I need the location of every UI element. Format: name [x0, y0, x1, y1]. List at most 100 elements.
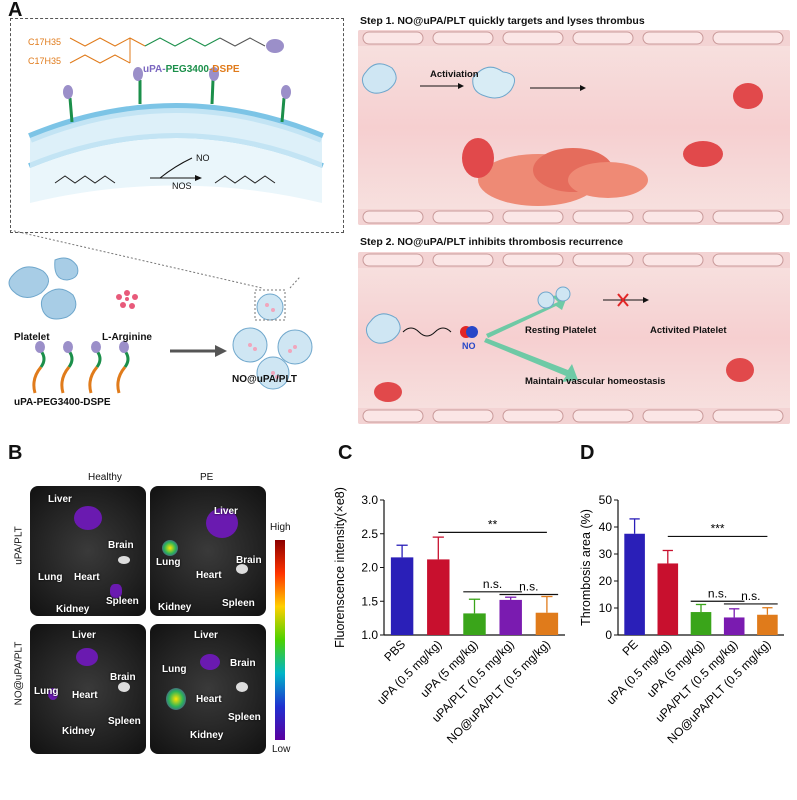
y-tick-label: 0 [605, 628, 612, 642]
bar [390, 557, 414, 635]
bar [535, 612, 559, 635]
significance-label: ** [488, 517, 498, 531]
organ-kidney-3: Kidney [62, 726, 96, 737]
y-tick-label: 50 [599, 493, 613, 507]
preparation-illustration [8, 257, 313, 394]
organ-lung-1: Lung [38, 572, 63, 583]
y-tick-label: 40 [599, 520, 613, 534]
bar [463, 613, 486, 635]
step2-title: Step 2. NO@uPA/PLT inhibits thrombosis r… [360, 236, 624, 248]
x-tick-label: PBS [381, 637, 408, 664]
organ-kidney-1: Kidney [56, 604, 90, 615]
step2-vessel [358, 252, 790, 424]
organ-kidney-4: Kidney [190, 730, 224, 741]
organ-brain-1: Brain [108, 540, 134, 551]
y-tick-label: 2.0 [361, 561, 378, 575]
reaction-product: NO [196, 153, 210, 163]
x-tick-label: PE [619, 637, 640, 658]
panel-d-letter: D [580, 442, 595, 464]
lipid-chain-1: C17H35 [28, 37, 62, 47]
zoom-lines [9, 230, 300, 289]
scale-high: High [270, 522, 291, 533]
significance-label: n.s. [519, 580, 538, 594]
maintain-label: Maintain vascular homeostasis [525, 376, 666, 387]
conjugate-icons [32, 341, 130, 394]
organ-heart-3: Heart [72, 690, 98, 701]
y-tick-label: 3.0 [361, 493, 378, 507]
y-tick-label: 2.5 [361, 527, 378, 541]
y-tick-label: 20 [599, 574, 613, 588]
organ-kidney-2: Kidney [158, 602, 192, 613]
row-upa-plt: uPA/PLT [13, 526, 25, 565]
col-healthy: Healthy [88, 472, 122, 483]
chart-c: 1.0 1.5 2.0 2.5 3.0 Fluorenscence intensity(×… [333, 487, 565, 746]
y-tick-label: 10 [599, 601, 613, 615]
bar [757, 614, 778, 635]
panel-c-letter: C [338, 442, 353, 464]
organ-heart-1: Heart [74, 572, 100, 583]
step1-illustration [358, 30, 790, 225]
product-label: NO@uPA/PLT [232, 374, 297, 385]
organ-spleen-3: Spleen [108, 716, 141, 727]
image-upa-pe [150, 486, 266, 616]
step1-title: Step 1. NO@uPA/PLT quickly targets and l… [360, 15, 645, 27]
membrane-illustration [28, 37, 324, 203]
activated-platelet-label: Activited Platelet [650, 325, 727, 336]
bar [690, 612, 712, 635]
legend-conjugate: uPA-PEG3400-DSPE [14, 397, 111, 408]
bar [723, 617, 745, 635]
step2-illustration [358, 252, 790, 424]
col-pe: PE [200, 472, 214, 483]
image-no-pe [150, 624, 266, 754]
dspe-structure [69, 37, 146, 64]
arrow-right-icon [215, 345, 227, 357]
organ-liver-3: Liver [72, 630, 96, 641]
y-axis-label: Fluorenscence intensity(×e8) [333, 487, 347, 648]
organ-lung-3: Lung [34, 686, 59, 697]
organ-heart-4: Heart [196, 694, 222, 705]
organ-spleen-1: Spleen [106, 596, 139, 607]
platelet-icons [8, 257, 79, 320]
panel-a-letter: A [8, 0, 23, 21]
conjugate-name: uPA-PEG3400-DSPE [143, 64, 240, 75]
organ-liver-1: Liver [48, 494, 72, 505]
organ-spleen-2: Spleen [222, 598, 255, 609]
scale-low: Low [272, 744, 291, 755]
conjugate-name-upa: uPA- [143, 64, 166, 75]
conjugate-insert-icons [63, 67, 291, 123]
legend-l-arginine: L-Arginine [102, 332, 152, 343]
no-label: NO [462, 341, 476, 351]
y-tick-label: 1.5 [361, 594, 378, 608]
organ-liver-4: Liver [194, 630, 218, 641]
resting-platelet-label: Resting Platelet [525, 325, 597, 336]
image-no-healthy [30, 624, 146, 754]
bar [499, 599, 522, 635]
color-scale-bar [275, 540, 285, 740]
x-tick-label: uPA (0.5 mg/kg) [374, 637, 444, 707]
image-upa-healthy [30, 486, 146, 616]
l-arginine-dots [116, 290, 138, 309]
conjugate-name-dspe: -DSPE [208, 64, 240, 75]
organ-brain-4: Brain [230, 658, 256, 669]
activiation-label: Activiation [430, 69, 479, 80]
significance-label: n.s. [741, 589, 760, 603]
row-no-upa-plt: NO@uPA/PLT [13, 641, 25, 706]
significance-label: n.s. [708, 586, 727, 600]
bar [624, 533, 645, 635]
y-tick-label: 30 [599, 547, 613, 561]
organ-lung-2: Lung [156, 557, 181, 568]
organ-liver-2: Liver [214, 506, 238, 517]
upa-protein-icon [266, 39, 284, 53]
panel-b-letter: B [8, 442, 23, 464]
organ-lung-4: Lung [162, 664, 187, 675]
organ-heart-2: Heart [196, 570, 222, 581]
conjugate-name-peg: PEG3400 [165, 64, 209, 75]
significance-label: n.s. [483, 577, 502, 591]
legend-platelet: Platelet [14, 332, 50, 343]
y-axis-label: Thrombosis area (%) [579, 509, 593, 626]
lipid-chain-2: C17H35 [28, 56, 62, 66]
bar [427, 559, 450, 635]
bar [657, 563, 679, 635]
y-tick-label: 1.0 [361, 628, 378, 642]
